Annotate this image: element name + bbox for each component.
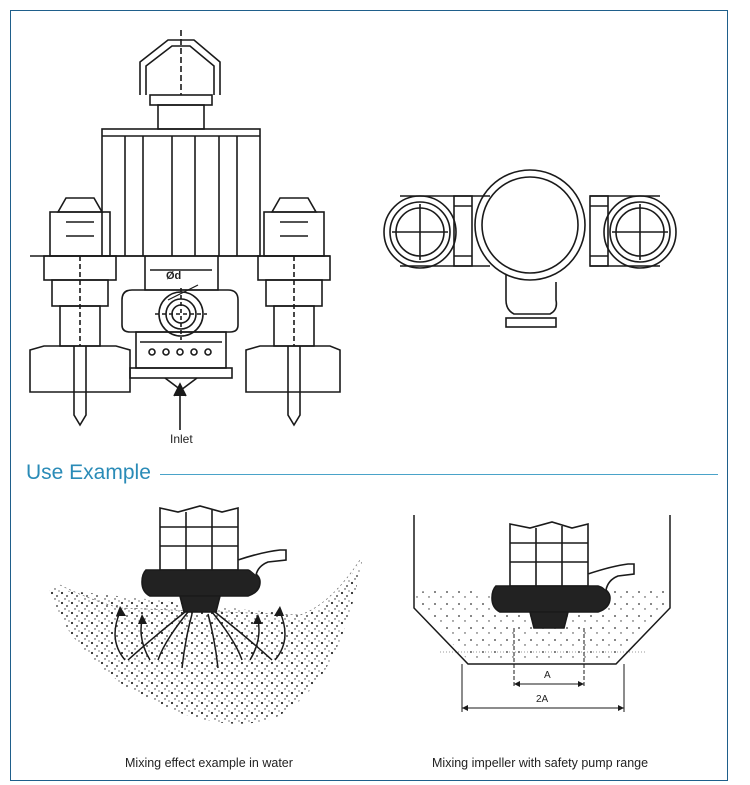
section-divider bbox=[160, 474, 718, 475]
dimension-a-label: A bbox=[544, 670, 551, 681]
right-example-caption: Mixing impeller with safety pump range bbox=[432, 756, 649, 770]
pump-top-view-drawing bbox=[383, 169, 677, 328]
diameter-label: Ød bbox=[166, 270, 182, 282]
section-title: Use Example bbox=[26, 461, 151, 484]
left-example-caption: Mixing effect example in water bbox=[125, 756, 293, 770]
inlet-label: Inlet bbox=[170, 432, 193, 446]
dimension-2a-label: 2A bbox=[536, 694, 549, 705]
outer-frame bbox=[10, 10, 728, 781]
pump-front-view-drawing bbox=[29, 30, 341, 430]
